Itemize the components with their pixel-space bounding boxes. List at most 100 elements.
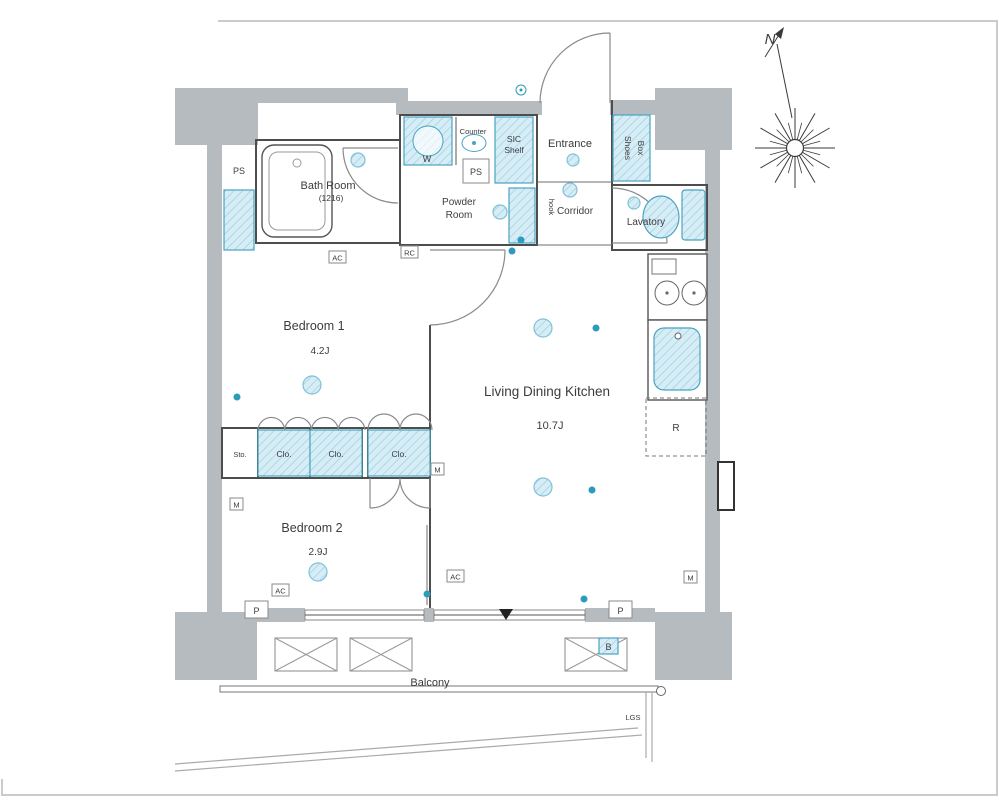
ac-label: AC bbox=[275, 587, 286, 596]
closet-1 bbox=[257, 429, 311, 477]
sic-shelf bbox=[494, 116, 534, 184]
sink-faucet-icon bbox=[674, 332, 682, 340]
compass-center bbox=[785, 138, 805, 158]
kitchen-sink bbox=[653, 327, 701, 391]
washing-machine-icon bbox=[412, 125, 444, 157]
ceiling-light-icon bbox=[533, 477, 553, 497]
exterior-walls bbox=[175, 88, 732, 680]
basin-drain-icon bbox=[472, 141, 476, 145]
bath-door-swing bbox=[342, 147, 399, 204]
lavatory-fixtures bbox=[642, 189, 706, 241]
powder-shelf bbox=[508, 187, 536, 244]
balcony-label: Balcony bbox=[410, 677, 450, 689]
bathtub bbox=[261, 144, 333, 238]
meter-box bbox=[430, 462, 445, 476]
ceiling-light-icon bbox=[308, 562, 328, 582]
bedroom2-label: Bedroom 2 bbox=[281, 521, 342, 535]
ps-shaft-box bbox=[462, 158, 490, 184]
drain-pipe-icon bbox=[656, 686, 666, 696]
bedroom1-size-label: 4.2J bbox=[311, 346, 330, 357]
refrigerator-space bbox=[645, 397, 707, 457]
powder-room-fixtures bbox=[403, 116, 536, 244]
ceiling-light-icon bbox=[627, 196, 641, 210]
washing-machine-pan bbox=[403, 116, 453, 166]
downlight-icon bbox=[517, 236, 525, 244]
closet-double-door-swing bbox=[369, 477, 431, 509]
sic-label-1: SIC bbox=[507, 134, 521, 144]
kitchen-fixtures bbox=[645, 253, 708, 457]
panel-cross-lines bbox=[274, 637, 628, 672]
downlight-icon bbox=[580, 595, 588, 603]
compass-rose-long-spikes bbox=[755, 108, 835, 188]
compass-rose-short-spikes bbox=[769, 122, 821, 174]
pillar-label: P bbox=[253, 606, 259, 616]
meter-label: M bbox=[434, 466, 440, 475]
ceiling-light-icon bbox=[302, 375, 322, 395]
rc-label: RC bbox=[404, 249, 415, 258]
washer-label: W bbox=[423, 154, 432, 164]
ldk-size-label: 10.7J bbox=[537, 420, 564, 432]
north-label: N bbox=[765, 31, 776, 48]
sic-label-2: Shelf bbox=[504, 145, 524, 155]
exterior-light-center bbox=[519, 88, 523, 92]
powder-room-label-2: Room bbox=[446, 210, 473, 221]
ceiling-lights bbox=[302, 152, 641, 582]
north-arrow-head bbox=[775, 27, 784, 39]
pipe-shaft-left bbox=[223, 189, 255, 251]
ceiling-light-icon bbox=[350, 152, 366, 168]
bedroom2-size-label: 2.9J bbox=[309, 547, 328, 558]
counter-label: Counter bbox=[460, 127, 487, 136]
ac-box bbox=[446, 569, 465, 583]
closet-label: Clo. bbox=[276, 449, 291, 459]
image-frame bbox=[1, 20, 998, 796]
burner-center bbox=[665, 291, 669, 295]
bathtub-inner bbox=[268, 151, 326, 231]
ldk-label: Living Dining Kitchen bbox=[484, 384, 610, 399]
ps-label: PS bbox=[233, 166, 245, 176]
downlight-icon bbox=[588, 486, 596, 494]
meter-box bbox=[229, 497, 244, 511]
site-boundary-lines bbox=[174, 692, 653, 772]
bedroom1-label: Bedroom 1 bbox=[283, 319, 344, 333]
ac-label: AC bbox=[450, 573, 461, 582]
boiler-box bbox=[598, 637, 619, 655]
shoes-box-label-1: Shoes bbox=[623, 136, 633, 160]
downlight-icon bbox=[423, 590, 431, 598]
ceiling-light-icon bbox=[533, 318, 553, 338]
bedroom1-door-swing bbox=[429, 249, 506, 326]
downlight-icon bbox=[233, 393, 241, 401]
ceiling-light-icon bbox=[566, 153, 580, 167]
pillar-label: P bbox=[617, 606, 623, 616]
ac-box bbox=[271, 583, 290, 597]
compass: N bbox=[755, 27, 835, 188]
closet-label: Clo. bbox=[328, 449, 343, 459]
meter-label: M bbox=[687, 574, 693, 583]
closet-2 bbox=[309, 429, 363, 477]
fridge-label: R bbox=[672, 423, 679, 434]
entrance-door-swing bbox=[539, 32, 611, 104]
shoes-box bbox=[612, 114, 651, 182]
meter-box bbox=[683, 570, 698, 584]
balcony-area bbox=[219, 637, 666, 696]
toilet-bowl bbox=[642, 195, 680, 239]
rc-box bbox=[400, 245, 419, 259]
wall-pipe-box bbox=[717, 461, 735, 511]
meter-label: M bbox=[233, 501, 239, 510]
bath-room-label: Bath Room bbox=[300, 180, 355, 192]
balcony-windows bbox=[304, 609, 586, 621]
hook-label: hook bbox=[547, 199, 556, 216]
downlight-icon bbox=[508, 247, 516, 255]
entrance-label: Entrance bbox=[548, 138, 592, 150]
equipment-boxes bbox=[229, 245, 698, 619]
downlight-icon bbox=[592, 324, 600, 332]
boiler-label: B bbox=[605, 642, 611, 652]
ac-label: AC bbox=[332, 254, 343, 263]
pillar-box bbox=[608, 600, 633, 619]
bath-faucet-icon bbox=[292, 158, 302, 168]
closet-label: Clo. bbox=[391, 449, 406, 459]
ps-label: PS bbox=[470, 167, 482, 177]
storage-label: Sto. bbox=[233, 450, 246, 459]
pillar-box bbox=[244, 600, 269, 619]
compass-needle-line bbox=[776, 43, 793, 119]
